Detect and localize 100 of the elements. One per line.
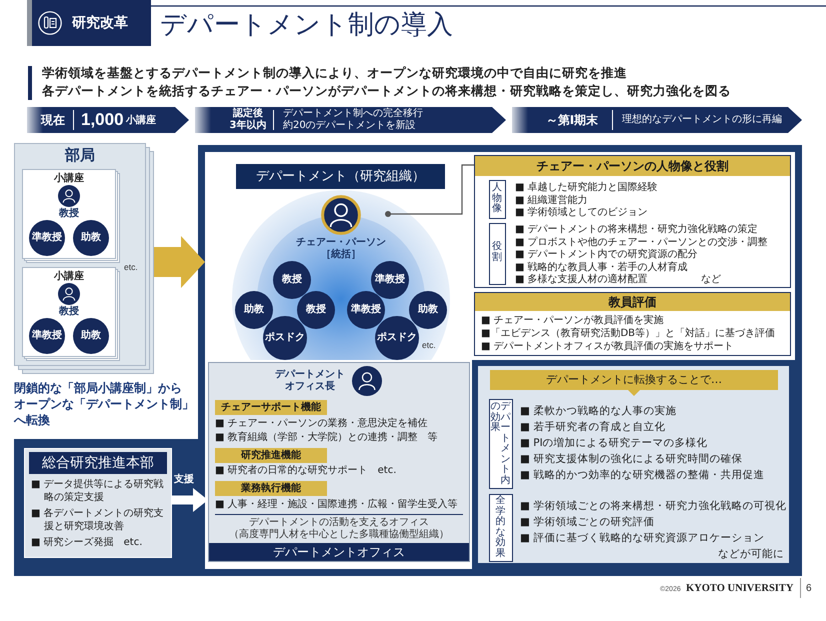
role-label: 準教授 [31,232,63,244]
list-item: ■ 研究者の日常的な研究サポート etc. [215,465,396,478]
list-item: ■ 戦略的な教員人事・若手の人材育成 [515,262,688,274]
heading-bar [215,481,327,496]
vertical-label: 人物像 [492,183,502,214]
timeline-step [512,107,802,133]
list-item: ■ 各デパートメントの研究支援と研究環境改善 [31,508,165,533]
role-label: 助教 [242,304,265,316]
page-number: 6 [806,582,812,595]
list-item: ■ 評価に基づく戦略的な研究資源アロケーション [520,532,764,545]
info-panel [24,448,172,558]
timeline-text: 理想的なデパートメントの形に再編 [622,114,782,126]
block-arrow [154,236,205,288]
list-item: ■ データ提供等による研究戦略の策定支援 [31,479,165,504]
role-label: ポスドク [376,332,418,344]
section-badge [27,0,151,46]
department-frame [198,145,802,576]
role-label: 助教 [80,330,102,342]
list-item: ■ 卓越した研究能力と国際経験 [515,182,658,194]
list-note: など [701,274,721,286]
vertical-label: デパートメント内の効果 [490,402,510,486]
list-item: ■ デパートメントオフィスが教員評価の実施をサポート [481,341,734,354]
statement-text: 閉鎖的な「部局小講座制」からオープンな「デパートメント制」へ転換 [14,380,195,428]
heading-bar [236,164,445,189]
note-text: etc. [422,340,436,350]
role-label: 準教授 [350,304,382,316]
list-item: ■ チェアー・パーソンが教員評価を実施 [481,315,664,328]
page-title: デパートメント制の導入 [160,9,453,42]
period-label: 現在 [41,113,65,127]
role-label: 教授 [304,304,327,316]
role-label: ポスドク [264,332,306,344]
role-label: 準教授 [374,274,406,286]
vertical-tag [489,223,506,285]
person-label: デパートメントオフィス長 [274,369,346,393]
edge-label: 支援 [172,474,196,486]
lead-text: 学術領域を基盤とするデパートメント制の導入により、オープンな研究環境の中で自由に研究を推進 [42,65,627,81]
period-label: 認定後 [232,108,264,120]
info-panel [474,292,791,356]
banner-text: デパートメントに転換することで… [545,373,723,387]
badge-label: 研究改革 [72,15,128,31]
list-item: ■ プロボストや他のチェアー・パーソンとの交渉・調整 [515,236,768,248]
list-note: などが可能に [718,548,784,561]
list-item: ■ 戦略的かつ効率的な研究機器の整備・共用促進 [520,469,764,482]
timeline-step [195,107,506,133]
list-item: ■ PIの増加による研究テーマの多様化 [520,437,708,450]
lead-text: 各デパートメントを統括するチェアー・パーソンがデパートメントの将来構想・研究戦略を策定し、研究力強化を図る [42,83,731,99]
section-heading: 総合研究推進本部 [29,452,167,474]
info-panel [474,155,791,288]
unit-label: 小講座 [126,115,156,127]
vertical-label: 全学的な効果 [496,496,506,559]
list-item: ■ 学術領域ごとの将来構想・研究力強化戦略の可視化 [520,500,786,513]
list-item: ■ 柔軟かつ戦略的な人事の実施 [520,405,676,418]
role-label: 教授 [58,208,80,220]
vertical-label: 役割 [492,242,502,263]
heading-text: デパートメント（研究組織） [255,168,426,186]
list-item: ■ 若手研究者の育成と自立化 [520,421,666,434]
card-heading: 小講座 [52,172,85,185]
note-text: etc. [124,262,138,272]
list-item: ■「エビデンス（教育研究活動DB等）」と「対話」に基づき評価 [481,328,776,340]
list-item: ■ 研究支援体制の強化による研究時間の確保 [520,453,742,466]
heading-text: 業務執行機能 [240,482,302,496]
card-heading: 小講座 [52,270,85,283]
office-panel [208,362,470,562]
list-item: ■ 多様な支援人材の適材配置 [515,274,648,286]
list-item: ■ 組織運営能力 [515,194,588,206]
callout-banner [490,370,778,396]
list-item: ■ チェアー・パーソンの業務・意思決定を補佐 [215,418,428,430]
heading-bar [215,448,327,463]
role-label: 教授 [58,306,80,318]
heading-text: 研究推進機能 [240,448,302,463]
panel-title: デパートメントオフィス [209,543,469,561]
role-label: 助教 [80,232,102,244]
list-item: ■ デパートメントの将来構想・研究力強化戦略の策定 [515,224,758,236]
list-item: ■ 人事・経理・施設・国際連携・広報・留学生受入等 [215,499,458,512]
list-item: ■ 学術領域としてのビジョン [515,207,648,220]
section-heading: 教員評価 [475,293,790,311]
count-number: 1,000 [81,110,124,130]
timeline-step [27,107,189,133]
panel-heading: 部局 [64,146,96,165]
vertical-tag [489,180,506,219]
footer-text: KYOTO UNIVERSITY [686,582,794,595]
period-label: 3年以内 [228,120,268,132]
timeline-text: 約20のデパートメントを新設 [283,120,416,132]
list-item: ■ 学術領域ごとの研究評価 [520,516,654,529]
heading-text: チェアーサポート機能 [220,400,322,415]
list-item: ■ 研究シーズ発掘 etc. [31,537,144,550]
caption-text: デパートメントの活動を支えるオフィス（高度専門人材を中心とした多職種協働型組織） [228,517,450,541]
stacked-card [22,267,120,361]
list-item: ■ 教育組織（学部・大学院）との連携・調整 等 [215,432,438,444]
person-label: チェアー・パーソン［統括］ [295,237,387,261]
stacked-card [22,169,120,263]
role-label: 教授 [280,274,303,286]
role-label: 準教授 [31,330,63,342]
section-heading: チェアー・パーソンの人物像と役割 [475,156,790,176]
period-label: ～第Ⅰ期末 [544,113,600,127]
vertical-tag [489,494,513,562]
role-label: 助教 [416,304,439,316]
timeline-text: デパートメント制への完全移行 [283,108,423,120]
list-item: ■ デパートメント内での研究資源の配分 [515,249,698,262]
stacked-panel [14,143,154,374]
